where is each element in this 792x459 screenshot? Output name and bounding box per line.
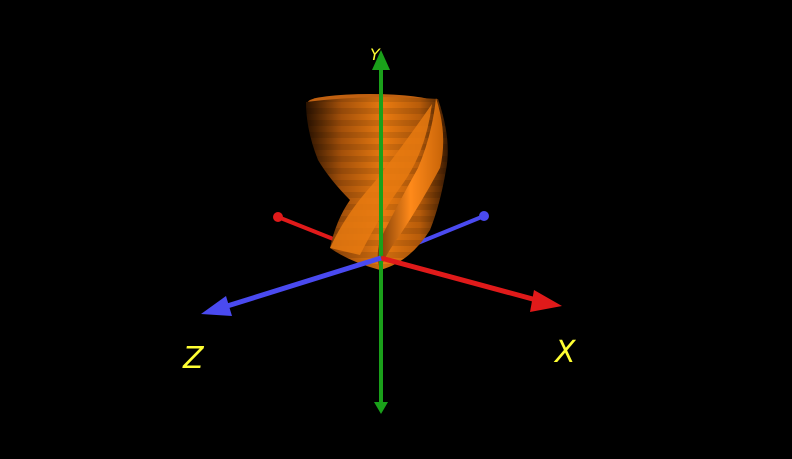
z-axis-positive [223,255,382,310]
x-axis-label: X [553,335,577,370]
x-axis-arrow [530,290,562,312]
prism-twisted-edge [377,98,444,270]
x-axis-negative-cap [273,212,283,222]
y-axis [372,50,390,414]
z-axis-negative-cap [479,211,489,221]
y-axis-label: Y [370,45,381,64]
y-axis-negative-arrow [374,402,388,414]
z-axis-arrow [201,296,232,316]
axis-labels: X Z Y [182,45,577,376]
axes-front [201,255,562,316]
twisted-prism-shape[interactable] [306,94,448,270]
x-axis-positive [380,255,541,304]
z-axis-label: Z [182,341,205,376]
y-axis-positive-arrow [372,50,390,70]
